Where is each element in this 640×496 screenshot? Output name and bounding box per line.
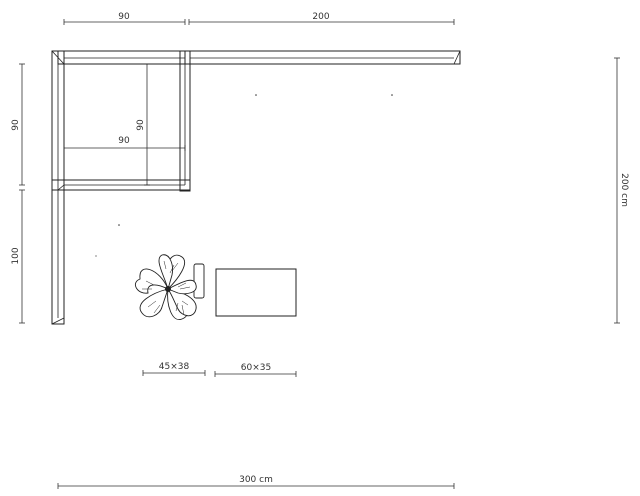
plant-icon — [135, 254, 205, 320]
reference-dots — [95, 94, 393, 257]
dimension-left-upper: 90 — [11, 63, 25, 186]
dimension-top-left: 90 — [63, 12, 186, 25]
dimension-label: 90 — [11, 119, 21, 131]
dimension-left-lower: 100 — [11, 189, 25, 324]
dimension-chair: 45×38 — [142, 362, 206, 376]
dimension-total-width: 300 cm — [57, 475, 455, 489]
dimension-label: 100 — [11, 247, 21, 264]
dimension-label: 200 cm — [619, 173, 629, 207]
dimension-label: 90 — [118, 136, 130, 146]
dimension-top-right: 200 — [188, 12, 455, 25]
table-rect — [215, 268, 297, 317]
dimension-inner-depth: 90 — [136, 63, 150, 186]
dimension-label: 90 — [118, 12, 130, 22]
dimension-table: 60×35 — [214, 363, 297, 377]
dimension-label: 300 cm — [239, 475, 273, 485]
frame-structure — [51, 50, 461, 325]
dimension-label: 45×38 — [159, 362, 190, 372]
dimension-inner-width: 90 — [63, 136, 186, 151]
dimension-right-total: 200 cm — [614, 57, 629, 324]
dimension-label: 90 — [136, 119, 146, 131]
dimension-label: 200 — [312, 12, 329, 22]
dimension-label: 60×35 — [241, 363, 271, 373]
